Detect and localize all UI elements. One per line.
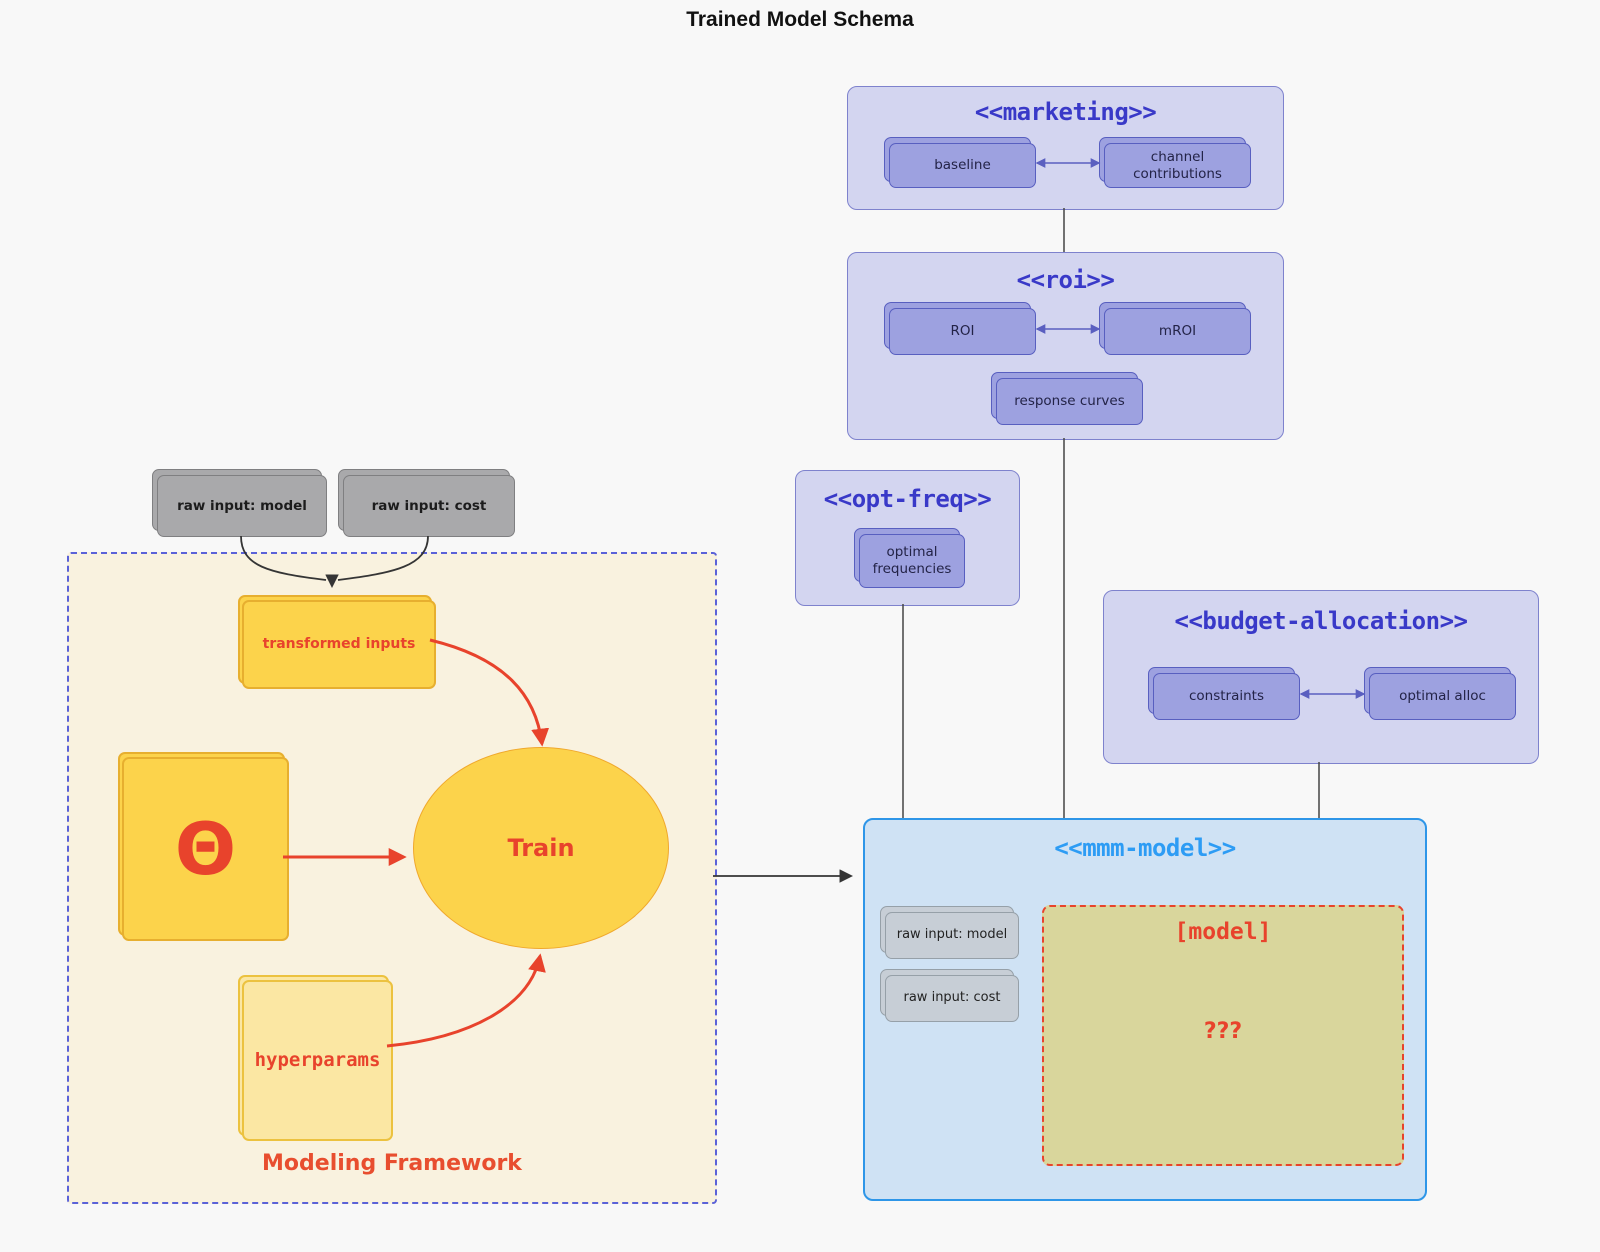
budget-allocation-container: <<budget-allocation>> constraints optima… (1103, 590, 1539, 764)
node-mroi: mROI (1099, 302, 1251, 355)
modeling-framework-container: transformed inputs Θ Train hyperparams M… (67, 552, 717, 1204)
marketing-title: <<marketing>> (974, 98, 1157, 126)
node-optimal-frequencies: optimal frequencies (854, 528, 965, 588)
modeling-framework-label: Modeling Framework (262, 1151, 522, 1176)
node-raw-input-cost: raw input: cost (338, 469, 515, 537)
node-baseline: baseline (884, 137, 1036, 188)
node-mmm-raw-input-model: raw input: model (880, 906, 1019, 959)
node-mmm-raw-input-cost: raw input: cost (880, 969, 1019, 1022)
node-theta: Θ (118, 752, 289, 941)
budget-allocation-title: <<budget-allocation>> (1174, 607, 1468, 635)
roi-title: <<roi>> (1016, 266, 1115, 294)
page-title: Trained Model Schema (686, 8, 914, 31)
marketing-container: <<marketing>> baseline channel contribut… (847, 86, 1284, 210)
node-train: Train (413, 747, 669, 949)
node-raw-input-model: raw input: model (152, 469, 327, 537)
opt-freq-title: <<opt-freq>> (823, 485, 992, 513)
model-placeholder-box: [model] ??? (1042, 905, 1404, 1166)
mmm-model-title: <<mmm-model>> (1054, 834, 1236, 862)
node-roi: ROI (884, 302, 1036, 355)
mmm-model-container: <<mmm-model>> raw input: model raw input… (863, 818, 1427, 1201)
model-unknown-text: ??? (1203, 1019, 1243, 1044)
node-response-curves: response curves (991, 372, 1143, 425)
node-hyperparams: hyperparams (238, 975, 393, 1141)
node-transformed-inputs: transformed inputs (238, 595, 436, 689)
roi-container: <<roi>> ROI mROI response curves (847, 252, 1284, 440)
opt-freq-container: <<opt-freq>> optimal frequencies (795, 470, 1020, 606)
node-optimal-alloc: optimal alloc (1364, 667, 1516, 720)
model-label: [model] (1174, 919, 1272, 945)
node-channel-contributions: channel contributions (1099, 137, 1251, 188)
node-constraints: constraints (1148, 667, 1300, 720)
